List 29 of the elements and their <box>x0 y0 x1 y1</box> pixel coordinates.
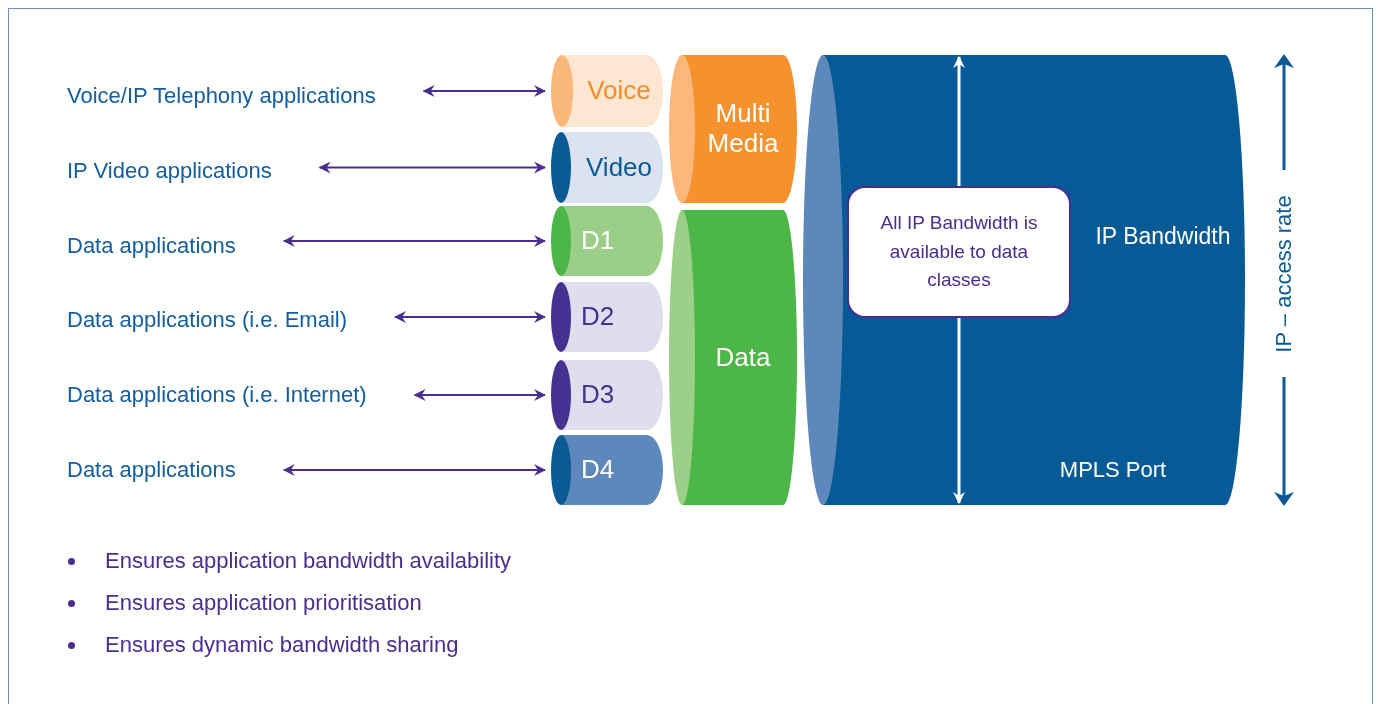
application-label: Data applications (i.e. Email) <box>67 307 347 333</box>
arrow <box>953 56 965 186</box>
arrow <box>953 318 965 504</box>
application-label: Voice/IP Telephony applications <box>67 83 376 109</box>
cylinder-label: D3 <box>581 380 616 410</box>
cylinder-label: D2 <box>581 302 616 332</box>
cylinder-label: Voice <box>586 76 652 106</box>
double-arrow <box>282 235 546 247</box>
application-label: Data applications <box>67 457 236 483</box>
note-box: All IP Bandwidth is available to data classes <box>847 186 1071 318</box>
cylinder-label: D1 <box>581 226 616 256</box>
cylinder-label: MPLS Port <box>1058 457 1168 483</box>
double-arrow <box>394 311 546 323</box>
cylinder-label: D4 <box>581 455 616 485</box>
bullet-item: Ensures dynamic bandwidth sharing <box>66 632 459 658</box>
double-arrow <box>318 161 546 174</box>
dimension-label: IP – access rate <box>1271 195 1297 353</box>
double-arrow <box>413 389 546 401</box>
double-arrow <box>422 85 546 97</box>
cylinder-label: Video <box>585 152 653 183</box>
cylinder-label: Multi Media <box>706 99 780 159</box>
cylinder-label: IP Bandwidth <box>1094 222 1232 251</box>
application-label: IP Video applications <box>67 158 272 184</box>
bullet-item: Ensures application bandwidth availability <box>66 548 512 574</box>
application-label: Data applications <box>67 233 236 259</box>
bullet-item: Ensures application prioritisation <box>66 590 422 616</box>
cylinder-label: Data <box>714 342 772 373</box>
double-arrow <box>282 464 546 476</box>
application-label: Data applications (i.e. Internet) <box>67 382 367 408</box>
